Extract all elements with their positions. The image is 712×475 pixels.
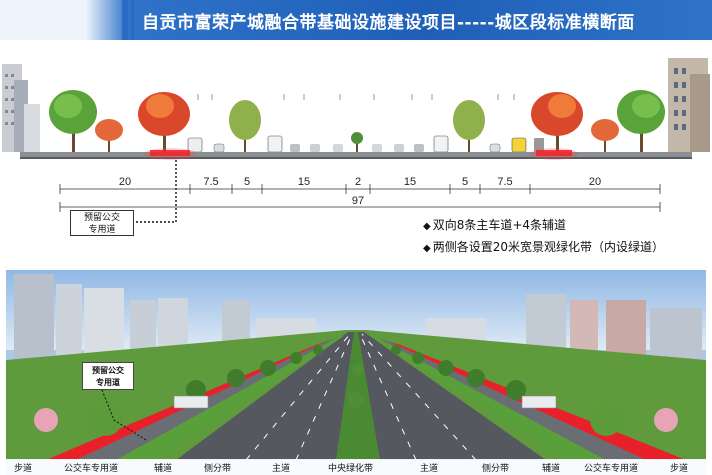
legend-label: 侧分带 [204, 464, 232, 474]
tree-median-right [453, 100, 485, 152]
bus-stop-left [173, 395, 209, 409]
legend-label: 辅道 [542, 464, 561, 474]
tree-green [49, 90, 97, 152]
diamond-icon: ◆ [423, 221, 431, 232]
legend-label: 侧分带 [482, 464, 510, 474]
tree-red-right [531, 92, 583, 152]
callout-line: 预留公交 [92, 366, 124, 375]
header-stripe [122, 0, 128, 40]
tree-median-center [351, 132, 363, 152]
bullet-text: 两侧各设置20米宽景观绿化带（内设绿道） [432, 240, 664, 254]
callout-leader [136, 160, 177, 223]
cross-section-panel: 20 7.5 5 15 2 15 5 7.5 20 97 预留公交 专用道 ◆双… [0, 44, 712, 264]
legend-label: 主道 [420, 464, 439, 474]
bus-lane-callout-rendering: 预留公交 专用道 [82, 362, 134, 390]
header-bar: 自贡市富荣产城融合带基础设施建设项目-----城区段标准横断面 [0, 0, 712, 40]
legend-label: 中央绿化带 [328, 464, 374, 474]
bullet-item: ◆两侧各设置20米宽景观绿化带（内设绿道） [423, 238, 664, 255]
total-width-label: 97 [352, 195, 364, 207]
road-surface [20, 152, 692, 158]
dim-label: 7.5 [203, 176, 218, 188]
diamond-icon: ◆ [423, 243, 431, 254]
dim-label: 20 [119, 176, 131, 188]
vehicles [187, 135, 544, 153]
bus-lane-callout: 预留公交 专用道 [70, 210, 134, 236]
legend-label: 主道 [272, 464, 291, 474]
tree-orange-right [591, 119, 619, 152]
tree-orange [95, 119, 123, 152]
right-buildings [668, 58, 710, 152]
legend-label: 步道 [670, 464, 689, 474]
dim-label: 5 [244, 176, 250, 188]
dim-label: 7.5 [497, 176, 512, 188]
lamp-posts [197, 94, 515, 100]
dim-label: 20 [589, 176, 601, 188]
trees [49, 90, 665, 152]
legend-label: 公交车专用道 [584, 464, 639, 474]
dim-label: 2 [355, 176, 361, 188]
cross-section-drawing: 20 7.5 5 15 2 15 5 7.5 20 97 [0, 44, 712, 223]
callout-line: 专用道 [88, 225, 116, 235]
callout-line: 专用道 [96, 378, 120, 387]
dim-label: 5 [462, 176, 468, 188]
road-rendering: 预留公交 专用道 步道 公交车专用道 辅道 侧分带 主道 中央绿化带 主道 侧分… [6, 270, 706, 475]
bullet-item: ◆双向8条主车道+4条辅道 [423, 216, 566, 233]
dimension-lines [59, 184, 661, 212]
bullet-text: 双向8条主车道+4条辅道 [432, 218, 567, 232]
header-stripe [131, 0, 134, 40]
dim-label: 15 [404, 176, 416, 188]
dim-label: 15 [298, 176, 310, 188]
legend-label: 辅道 [154, 464, 173, 474]
lane-legend: 步道 公交车专用道 辅道 侧分带 主道 中央绿化带 主道 侧分带 辅道 公交车专… [6, 459, 706, 475]
bus-stop-right [521, 395, 557, 409]
tree-green-right [617, 90, 665, 152]
callout-line: 预留公交 [83, 213, 120, 223]
tree-red [138, 92, 190, 152]
left-buildings [2, 64, 40, 152]
page-title: 自贡市富荣产城融合带基础设施建设项目-----城区段标准横断面 [142, 13, 635, 33]
bus-lane-right [536, 150, 572, 156]
rendering-drawing [6, 270, 706, 461]
tree-median-left [229, 100, 261, 152]
legend-label: 公交车专用道 [64, 464, 119, 474]
bus-lane-left [150, 150, 190, 156]
legend-label: 步道 [14, 464, 33, 474]
